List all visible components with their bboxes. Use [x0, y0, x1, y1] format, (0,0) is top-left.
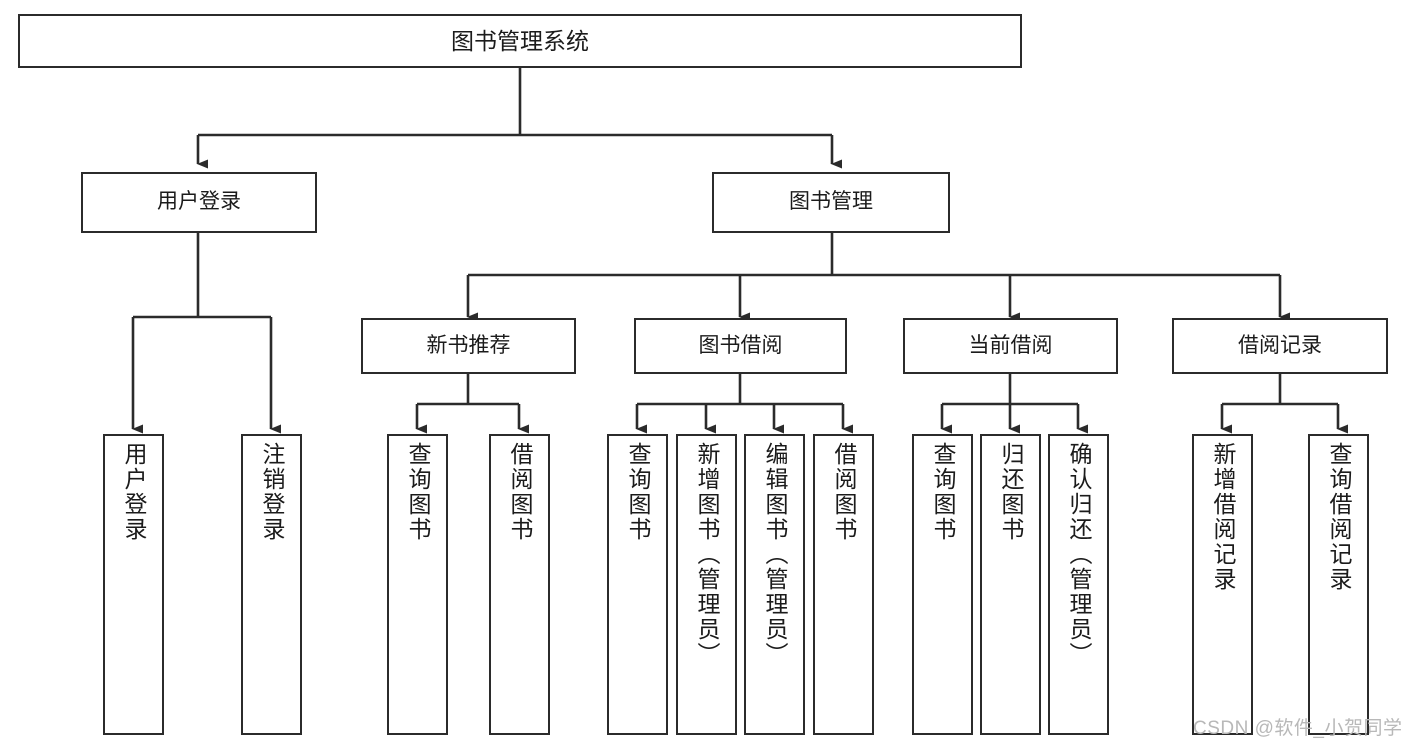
leaf-recommend-query-book[interactable]: 查询图书: [387, 434, 448, 735]
node-user-login[interactable]: 用户登录: [81, 172, 317, 233]
node-label: 确认归还（管理员）: [1066, 442, 1092, 667]
node-root-system[interactable]: 图书管理系统: [18, 14, 1022, 68]
leaf-user-login-login[interactable]: 用户登录: [103, 434, 164, 735]
node-label: 图书管理: [789, 190, 873, 214]
node-new-book-recommend[interactable]: 新书推荐: [361, 318, 576, 374]
leaf-borrow-query-book[interactable]: 查询图书: [607, 434, 668, 735]
leaf-borrow-edit-book-admin[interactable]: 编辑图书（管理员）: [744, 434, 805, 735]
leaf-current-confirm-return-admin[interactable]: 确认归还（管理员）: [1048, 434, 1109, 735]
node-current-borrow[interactable]: 当前借阅: [903, 318, 1118, 374]
node-label: 查询借阅记录: [1326, 442, 1352, 592]
node-label: 用户登录: [157, 190, 241, 214]
node-label: 注销登录: [259, 442, 285, 542]
leaf-borrow-add-book-admin[interactable]: 新增图书（管理员）: [676, 434, 737, 735]
node-label: 借阅图书: [507, 442, 533, 542]
node-label: 新增图书（管理员）: [694, 442, 720, 667]
leaf-current-query-book[interactable]: 查询图书: [912, 434, 973, 735]
leaf-borrow-borrow-book[interactable]: 借阅图书: [813, 434, 874, 735]
node-label: 查询图书: [405, 442, 431, 542]
node-label: 当前借阅: [968, 333, 1053, 357]
node-label: 借阅记录: [1238, 333, 1322, 357]
node-label: 图书借阅: [698, 333, 783, 357]
node-label: 查询图书: [625, 442, 651, 542]
leaf-recommend-borrow-book[interactable]: 借阅图书: [489, 434, 550, 735]
watermark-text: CSDN @软件_小贺同学: [1193, 718, 1403, 739]
leaf-user-login-logout[interactable]: 注销登录: [241, 434, 302, 735]
node-label: 归还图书: [998, 442, 1024, 542]
leaf-current-return-book[interactable]: 归还图书: [980, 434, 1041, 735]
node-book-management[interactable]: 图书管理: [712, 172, 950, 233]
node-book-borrow[interactable]: 图书借阅: [634, 318, 847, 374]
node-label: 图书管理系统: [451, 27, 589, 54]
node-label: 新增借阅记录: [1210, 442, 1236, 592]
node-label: 编辑图书（管理员）: [762, 442, 788, 667]
leaf-record-query-record[interactable]: 查询借阅记录: [1308, 434, 1369, 735]
node-label: 查询图书: [930, 442, 956, 542]
node-label: 用户登录: [121, 442, 147, 542]
node-label: 借阅图书: [831, 442, 857, 542]
leaf-record-add-record[interactable]: 新增借阅记录: [1192, 434, 1253, 735]
node-borrow-record[interactable]: 借阅记录: [1172, 318, 1388, 374]
node-label: 新书推荐: [426, 333, 511, 357]
